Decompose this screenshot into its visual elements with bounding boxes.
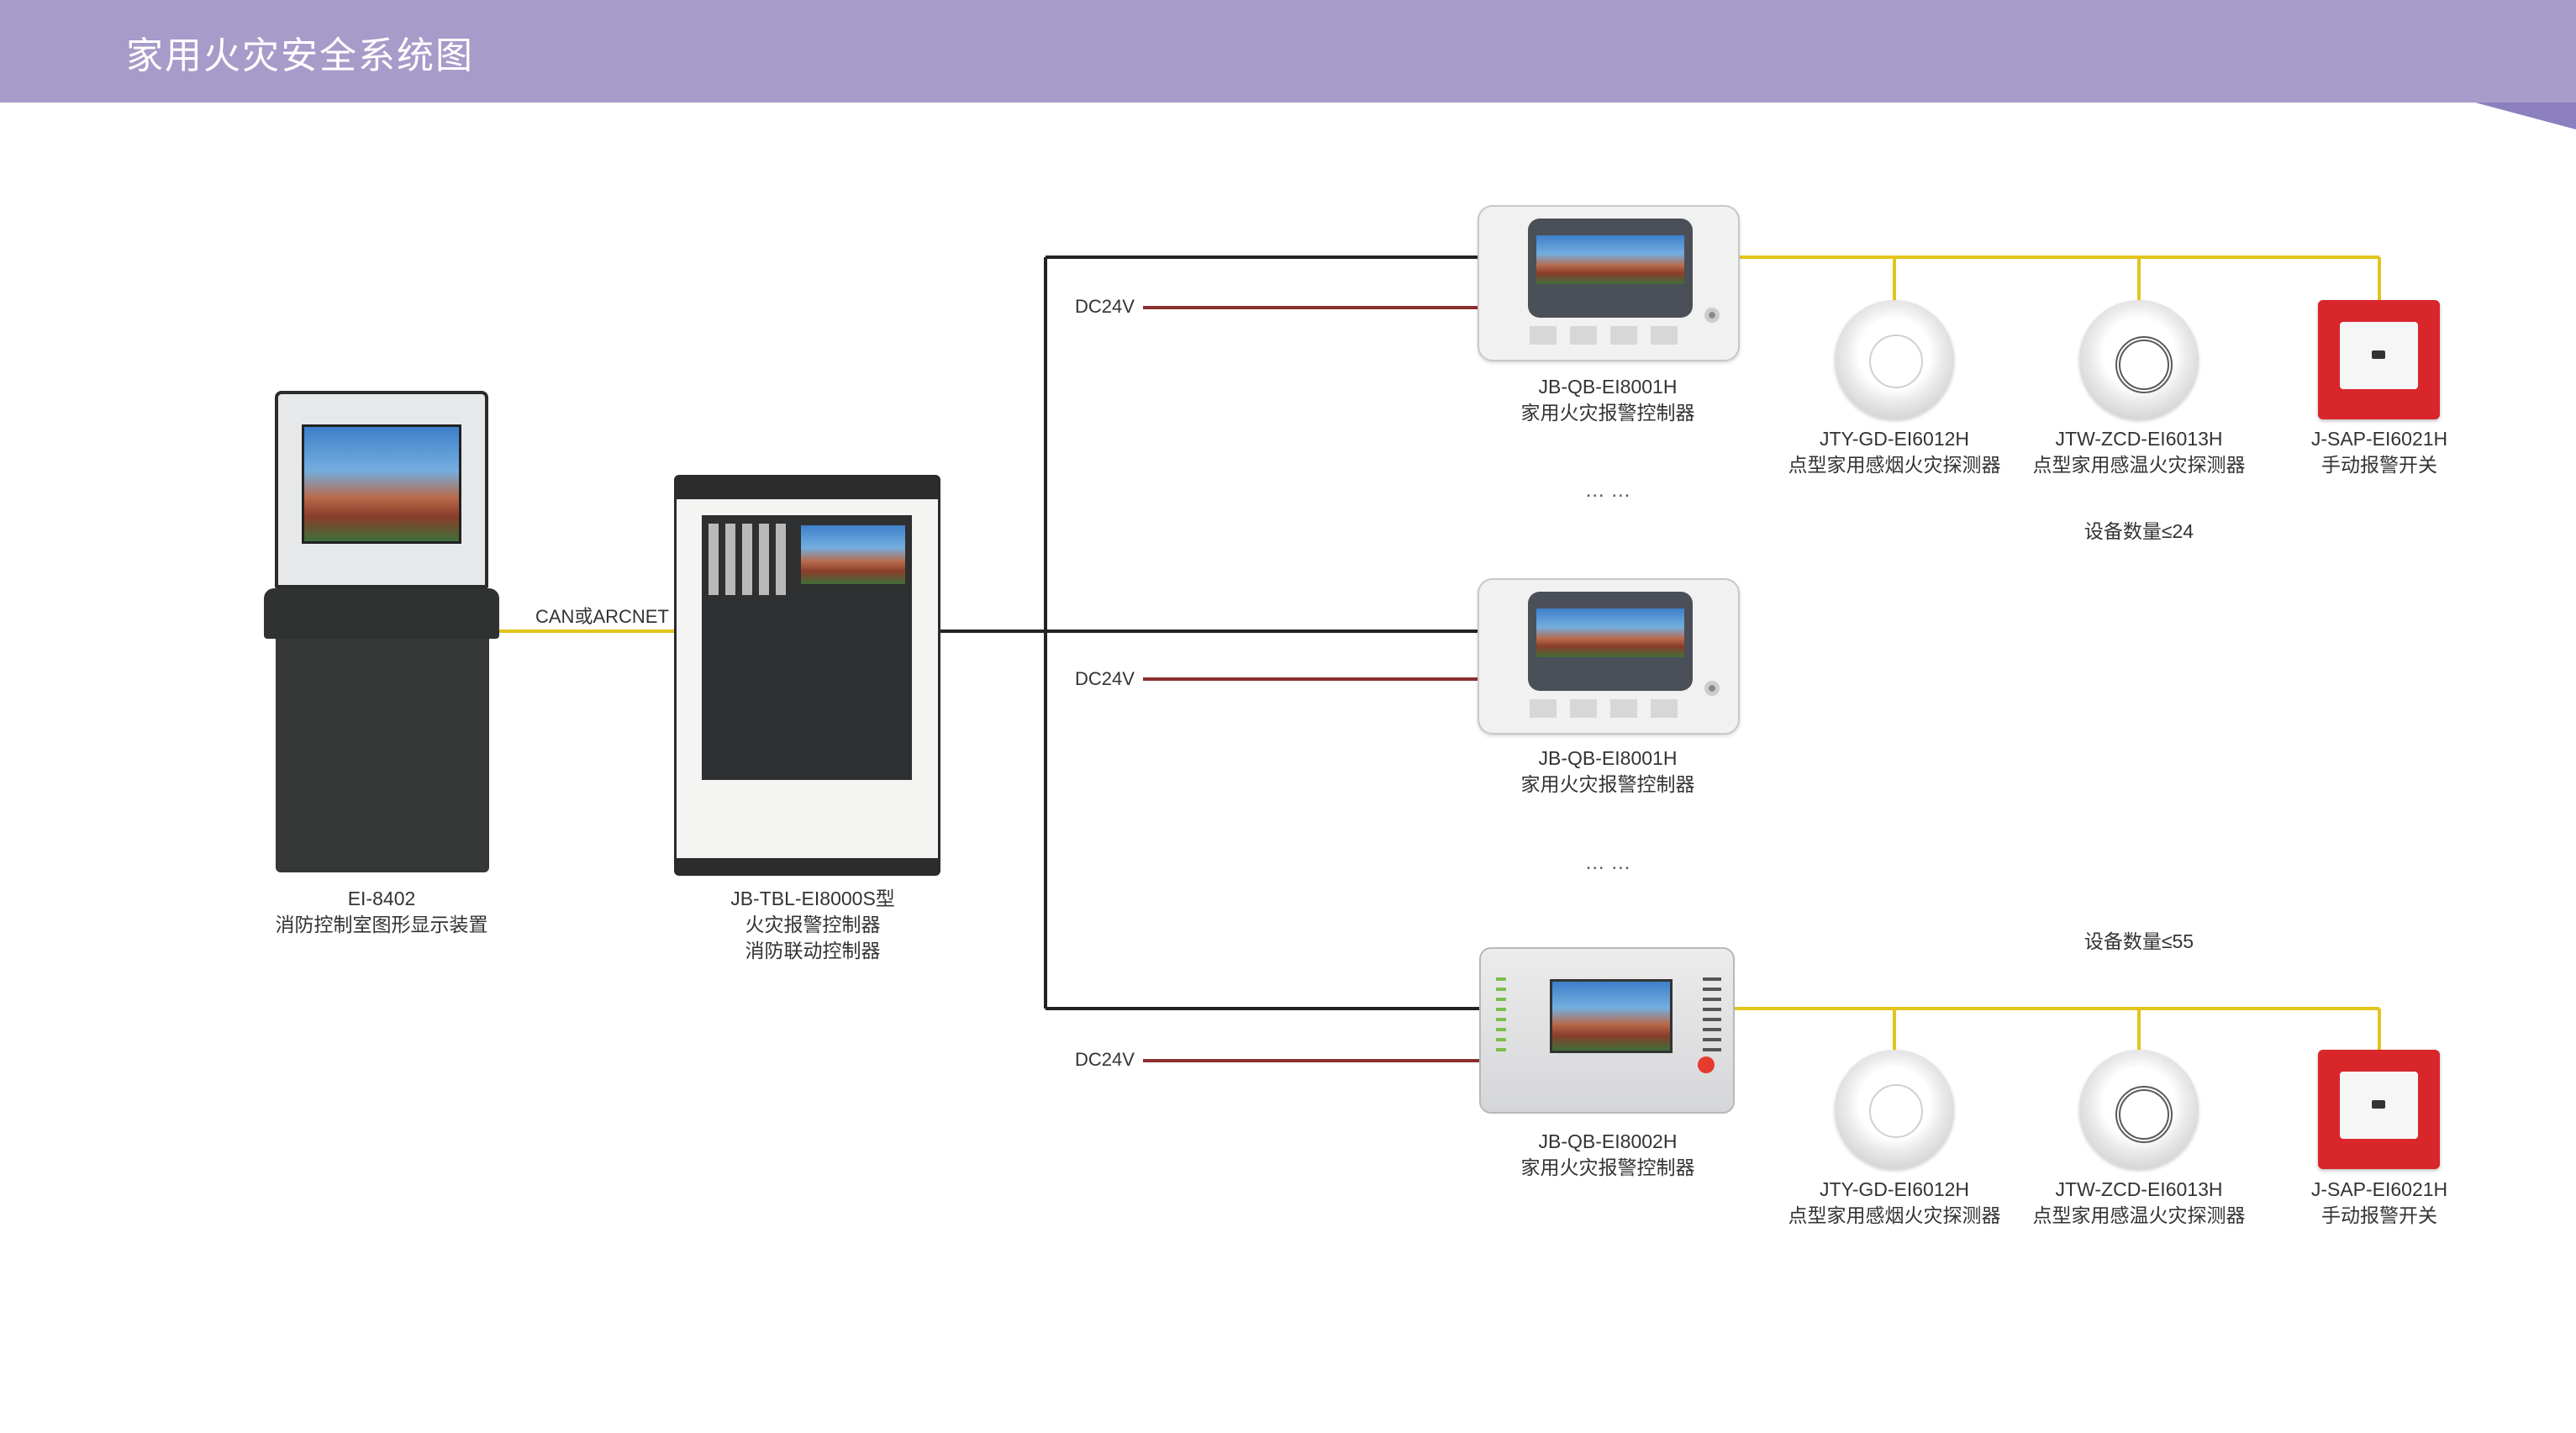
ellipsis-2: … … <box>1584 851 1631 874</box>
heat-detector-1-model: JTW-ZCD-EI6013H <box>2055 428 2223 450</box>
call-point-window <box>2340 1072 2418 1139</box>
device-count-2: 设备数量≤55 <box>2083 930 2194 952</box>
manual-call-point-icon <box>2318 300 2440 419</box>
controller-2-label: JB-QB-EI8001H 家用火灾报警控制器 <box>1521 745 1695 798</box>
smoke-detector-1-model: JTY-GD-EI6012H <box>1819 428 1970 450</box>
panel-face <box>702 515 912 780</box>
status-leds <box>1496 974 1506 1058</box>
fire-alarm-control-panel <box>674 475 940 876</box>
smoke-detector-icon <box>1835 1050 1954 1169</box>
cabinet-body <box>276 639 489 872</box>
dc24v-label-1: DC24V <box>1075 296 1135 317</box>
household-controller-3 <box>1479 947 1735 1114</box>
controller-bezel <box>1528 219 1693 318</box>
manual-call-point-2-label: J-SAP-EI6021H 手动报警开关 <box>2311 1177 2447 1229</box>
ellipsis-1: … … <box>1584 479 1631 502</box>
smoke-detector-2-model: JTY-GD-EI6012H <box>1819 1178 1970 1200</box>
speaker-icon <box>1704 308 1720 323</box>
manual-call-point-2-name: 手动报警开关 <box>2321 1204 2437 1226</box>
manual-call-point-1-model: J-SAP-EI6021H <box>2310 428 2448 450</box>
panel-label: JB-TBL-EI8000S型 火灾报警控制器 消防联动控制器 <box>730 886 895 964</box>
heat-detector-icon <box>2079 1050 2199 1169</box>
controller-1-label: JB-QB-EI8001H 家用火灾报警控制器 <box>1521 374 1695 426</box>
controller-3-name: 家用火灾报警控制器 <box>1520 1156 1695 1178</box>
indicator-slots <box>1703 971 1721 1058</box>
panel-screen <box>801 525 905 584</box>
heat-detector-1-name: 点型家用感温火灾探测器 <box>2032 454 2246 476</box>
smoke-detector-1-name: 点型家用感烟火灾探测器 <box>1788 454 2001 476</box>
controller-2-model: JB-QB-EI8001H <box>1538 747 1678 769</box>
dc24v-label-3: DC24V <box>1075 1049 1135 1070</box>
manual-call-point-1-name: 手动报警开关 <box>2321 454 2437 476</box>
header-corner-decoration <box>2475 103 2576 129</box>
controller-screen <box>1550 979 1673 1053</box>
smoke-detector-2-name: 点型家用感烟火灾探测器 <box>1788 1204 2001 1226</box>
cabinet-model: EI-8402 <box>347 888 416 909</box>
controller-bezel <box>1528 592 1693 691</box>
speaker-icon <box>1704 681 1720 696</box>
header-bar: 家用火灾安全系统图 <box>0 0 2576 103</box>
panel-top-band <box>677 477 938 499</box>
call-point-window <box>2340 322 2418 389</box>
heat-detector-2-model: JTW-ZCD-EI6013H <box>2055 1178 2223 1200</box>
cabinet-monitor <box>275 391 488 588</box>
household-controller-2 <box>1478 578 1740 735</box>
controller-1-model: JB-QB-EI8001H <box>1538 376 1678 398</box>
device-count-1: 设备数量≤24 <box>2083 520 2194 542</box>
controller-3-model: JB-QB-EI8002H <box>1538 1130 1678 1152</box>
controller-screen <box>1536 235 1684 284</box>
manual-call-point-2-model: J-SAP-EI6021H <box>2310 1178 2448 1200</box>
manual-call-point-icon <box>2318 1050 2440 1169</box>
can-bus-label: CAN或ARCNET <box>535 606 669 627</box>
heat-detector-2-name: 点型家用感温火灾探测器 <box>2032 1204 2246 1226</box>
heat-detector-icon <box>2079 300 2199 419</box>
smoke-detector-1-label: JTY-GD-EI6012H 点型家用感烟火灾探测器 <box>1788 426 2001 478</box>
controller-buttons <box>1530 699 1689 718</box>
panel-model: JB-TBL-EI8000S型 <box>730 888 895 909</box>
smoke-detector-2-label: JTY-GD-EI6012H 点型家用感烟火灾探测器 <box>1788 1177 2001 1229</box>
cabinet-label: EI-8402 消防控制室图形显示装置 <box>276 886 488 938</box>
controller-2-name: 家用火灾报警控制器 <box>1520 773 1695 795</box>
cabinet-shelf <box>264 588 499 639</box>
manual-call-point-1-label: J-SAP-EI6021H 手动报警开关 <box>2311 426 2447 478</box>
smoke-detector-icon <box>1835 300 1954 419</box>
heat-detector-1-label: JTW-ZCD-EI6013H 点型家用感温火灾探测器 <box>2033 426 2246 478</box>
panel-bottom-band <box>677 858 938 873</box>
controller-1-name: 家用火灾报警控制器 <box>1520 402 1695 424</box>
panel-name-1: 火灾报警控制器 <box>745 914 881 935</box>
dc24v-label-2: DC24V <box>1075 668 1135 689</box>
page-title: 家用火灾安全系统图 <box>126 35 474 76</box>
panel-keypad <box>709 524 793 595</box>
controller-buttons <box>1530 326 1689 345</box>
heat-detector-2-label: JTW-ZCD-EI6013H 点型家用感温火灾探测器 <box>2033 1177 2246 1229</box>
alarm-button-icon <box>1698 1056 1715 1073</box>
panel-name-2: 消防联动控制器 <box>745 940 881 961</box>
household-controller-1 <box>1478 205 1740 361</box>
cabinet-screen <box>302 424 461 544</box>
controller-screen <box>1536 608 1684 657</box>
controller-3-label: JB-QB-EI8002H 家用火灾报警控制器 <box>1521 1129 1695 1181</box>
cabinet-name: 消防控制室图形显示装置 <box>275 914 488 935</box>
